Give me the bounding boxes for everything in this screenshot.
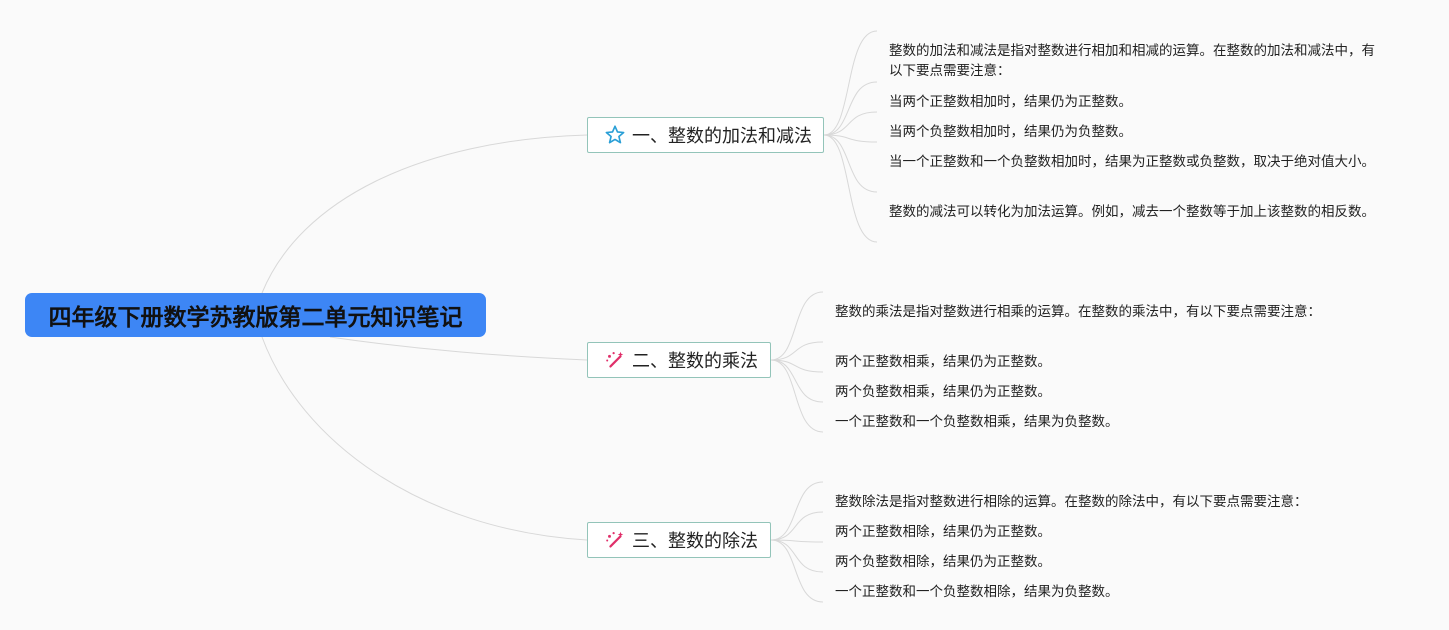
connector-line [823,111,878,136]
connector-line [770,359,824,403]
connector-line [770,511,824,541]
connector-line [770,359,824,433]
connector-line [770,539,824,603]
connector-line [823,81,878,136]
note-text: 当两个正整数相加时，结果仍为正整数。 [889,94,1132,110]
branch-topic-division[interactable]: 三、整数的除法 [587,522,771,558]
note-text: 整数的乘法是指对整数进行相乘的运算。在整数的乘法中，有以下要点需要注意： [835,304,1321,320]
root-topic[interactable]: 四年级下册数学苏教版第二单元知识笔记 [25,293,486,337]
magic-wand-icon [604,529,626,551]
root-topic-title: 四年级下册数学苏教版第二单元知识笔记 [48,305,463,331]
note-text: 当两个负整数相加时，结果仍为负整数。 [889,124,1132,140]
branch-title: 二、整数的乘法 [632,351,758,372]
branch-topic-multiplication[interactable]: 二、整数的乘法 [587,342,771,378]
note-text: 整数的减法可以转化为加法运算。例如，减去一个整数等于加上该整数的相反数。 [889,204,1375,220]
connector-line [770,539,824,573]
note-text: 整数除法是指对整数进行相除的运算。在整数的除法中，有以下要点需要注意： [835,494,1308,510]
connector-line [770,359,824,373]
connector-line [770,539,824,543]
connector-line [770,291,824,361]
note-text: 当一个正整数和一个负整数相加时，结果为正整数或负整数，取决于绝对值大小。 [889,154,1375,170]
connector-line [770,481,824,541]
note-text: 两个正整数相乘，结果仍为正整数。 [835,354,1051,370]
note-text: 两个正整数相除，结果仍为正整数。 [835,524,1051,540]
connector-line [329,336,588,361]
connector-line [770,341,824,361]
connector-line [823,30,878,136]
note-text: 两个负整数相除，结果仍为正整数。 [835,554,1051,570]
note-text: 一个正整数和一个负整数相除，结果为负整数。 [835,584,1119,600]
connector-line [823,134,878,193]
star-icon [604,124,626,146]
connector-line [823,134,878,243]
note-text: 整数的加法和减法是指对整数进行相加和相减的运算。在整数的加法和减法中，有以下要点… [889,43,1375,79]
branch-topic-addition-subtraction[interactable]: 一、整数的加法和减法 [587,117,824,153]
branch-title: 一、整数的加法和减法 [632,126,812,147]
magic-wand-icon [604,349,626,371]
branch-title: 三、整数的除法 [632,531,758,552]
connector-line [261,134,588,294]
note-text: 一个正整数和一个负整数相乘，结果为负整数。 [835,414,1119,430]
note-text: 两个负整数相乘，结果仍为正整数。 [835,384,1051,400]
connector-line [823,134,878,143]
connector-line [261,336,588,541]
